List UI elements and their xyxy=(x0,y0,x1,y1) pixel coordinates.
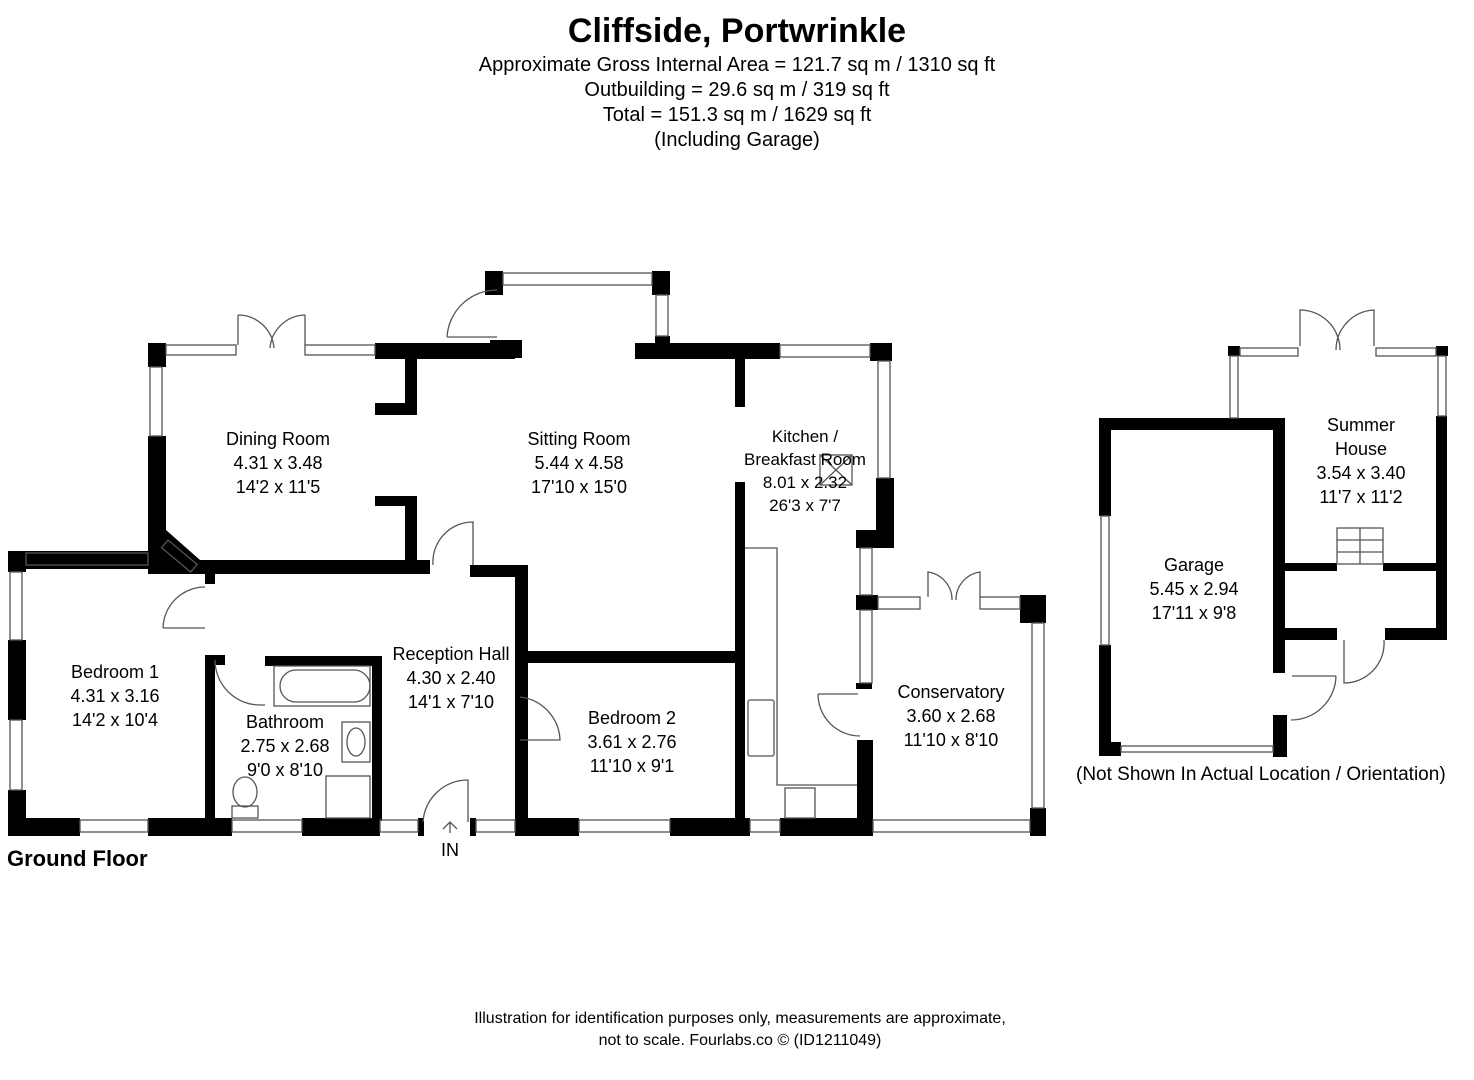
room-summer-house: Summer House 3.54 x 3.40 11'7 x 11'2 xyxy=(1316,413,1405,509)
room-imperial: 11'10 x 8'10 xyxy=(903,730,999,750)
room-name: Kitchen / xyxy=(771,427,839,446)
floor-label: Ground Floor xyxy=(7,846,148,871)
room-bedroom-2: Bedroom 2 3.61 x 2.76 11'10 x 9'1 xyxy=(587,706,676,778)
page-title: Cliffside, Portwrinkle xyxy=(567,12,907,50)
room-metric: 5.45 x 2.94 xyxy=(1149,579,1239,599)
entrance-label: IN xyxy=(441,840,459,860)
room-name: Summer xyxy=(1326,415,1396,435)
room-name-line2: House xyxy=(1334,439,1388,459)
room-name: Sitting Room xyxy=(527,429,631,449)
walls xyxy=(8,271,1448,836)
windows-and-doors xyxy=(9,272,1447,833)
room-imperial: 9'0 x 8'10 xyxy=(247,760,323,780)
room-name: Bathroom xyxy=(245,712,325,732)
total-area: Total = 151.3 sq m / 1629 sq ft xyxy=(602,104,872,126)
room-kitchen: Kitchen / Breakfast Room 8.01 x 2.32 26'… xyxy=(744,425,866,517)
room-name: Dining Room xyxy=(225,429,331,449)
outbuilding-note: (Not Shown In Actual Location / Orientat… xyxy=(1076,764,1446,785)
gross-internal-area: Approximate Gross Internal Area = 121.7 … xyxy=(478,54,996,76)
room-metric: 3.61 x 2.76 xyxy=(587,732,677,752)
room-name: Garage xyxy=(1163,555,1225,575)
room-metric: 4.31 x 3.48 xyxy=(233,453,323,473)
room-imperial: 26'3 x 7'7 xyxy=(769,496,841,515)
room-imperial: 14'2 x 10'4 xyxy=(72,710,158,730)
room-metric: 4.31 x 3.16 xyxy=(70,686,160,706)
room-garage: Garage 5.45 x 2.94 17'11 x 9'8 xyxy=(1149,553,1238,625)
room-reception-hall: Reception Hall 4.30 x 2.40 14'1 x 7'10 xyxy=(392,642,509,714)
including-garage-note: (Including Garage) xyxy=(654,129,820,151)
room-metric: 2.75 x 2.68 xyxy=(240,736,330,756)
room-bathroom: Bathroom 2.75 x 2.68 9'0 x 8'10 xyxy=(240,710,329,782)
room-name: Conservatory xyxy=(897,682,1005,702)
room-name: Bedroom 1 xyxy=(70,662,160,682)
room-imperial: 14'1 x 7'10 xyxy=(408,692,494,712)
room-imperial: 17'10 x 15'0 xyxy=(531,477,627,497)
room-imperial: 11'10 x 9'1 xyxy=(589,756,675,776)
room-metric: 3.60 x 2.68 xyxy=(906,706,996,726)
room-bedroom-1: Bedroom 1 4.31 x 3.16 14'2 x 10'4 xyxy=(70,660,159,732)
room-imperial: 11'7 x 11'2 xyxy=(1319,487,1403,507)
room-metric: 3.54 x 3.40 xyxy=(1316,463,1406,483)
room-imperial: 14'2 x 11'5 xyxy=(235,477,321,497)
outbuilding-area: Outbuilding = 29.6 sq m / 319 sq ft xyxy=(584,79,890,101)
room-metric: 8.01 x 2.32 xyxy=(762,473,848,492)
footer-disclaimer: Illustration for identification purposes… xyxy=(0,1008,1474,1052)
room-metric: 5.44 x 4.58 xyxy=(534,453,624,473)
room-metric: 4.30 x 2.40 xyxy=(406,668,496,688)
room-sitting: Sitting Room 5.44 x 4.58 17'10 x 15'0 xyxy=(527,427,630,499)
room-dining: Dining Room 4.31 x 3.48 14'2 x 11'5 xyxy=(226,427,330,499)
room-name-line2: Breakfast Room xyxy=(744,450,866,469)
room-imperial: 17'11 x 9'8 xyxy=(1151,603,1237,623)
footer-line-2: not to scale. Fourlabs.co © (ID1211049) xyxy=(598,1032,882,1049)
room-name: Reception Hall xyxy=(392,644,510,664)
room-name: Bedroom 2 xyxy=(587,708,677,728)
footer-line-1: Illustration for identification purposes… xyxy=(474,1010,1006,1027)
room-conservatory: Conservatory 3.60 x 2.68 11'10 x 8'10 xyxy=(897,680,1004,752)
